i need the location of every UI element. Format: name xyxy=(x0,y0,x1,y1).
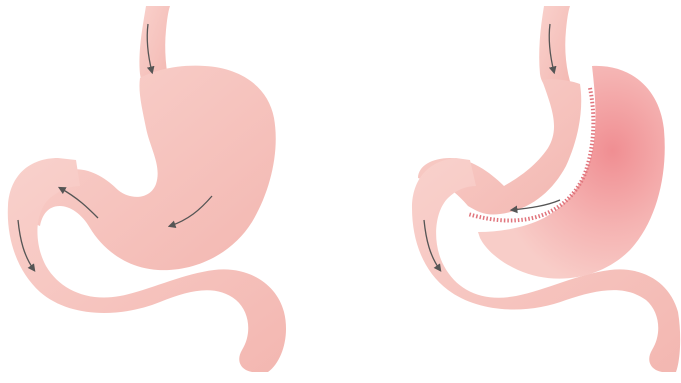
sleeve-gastrectomy xyxy=(412,6,680,372)
esophagus xyxy=(539,6,572,90)
normal-stomach xyxy=(8,6,286,372)
